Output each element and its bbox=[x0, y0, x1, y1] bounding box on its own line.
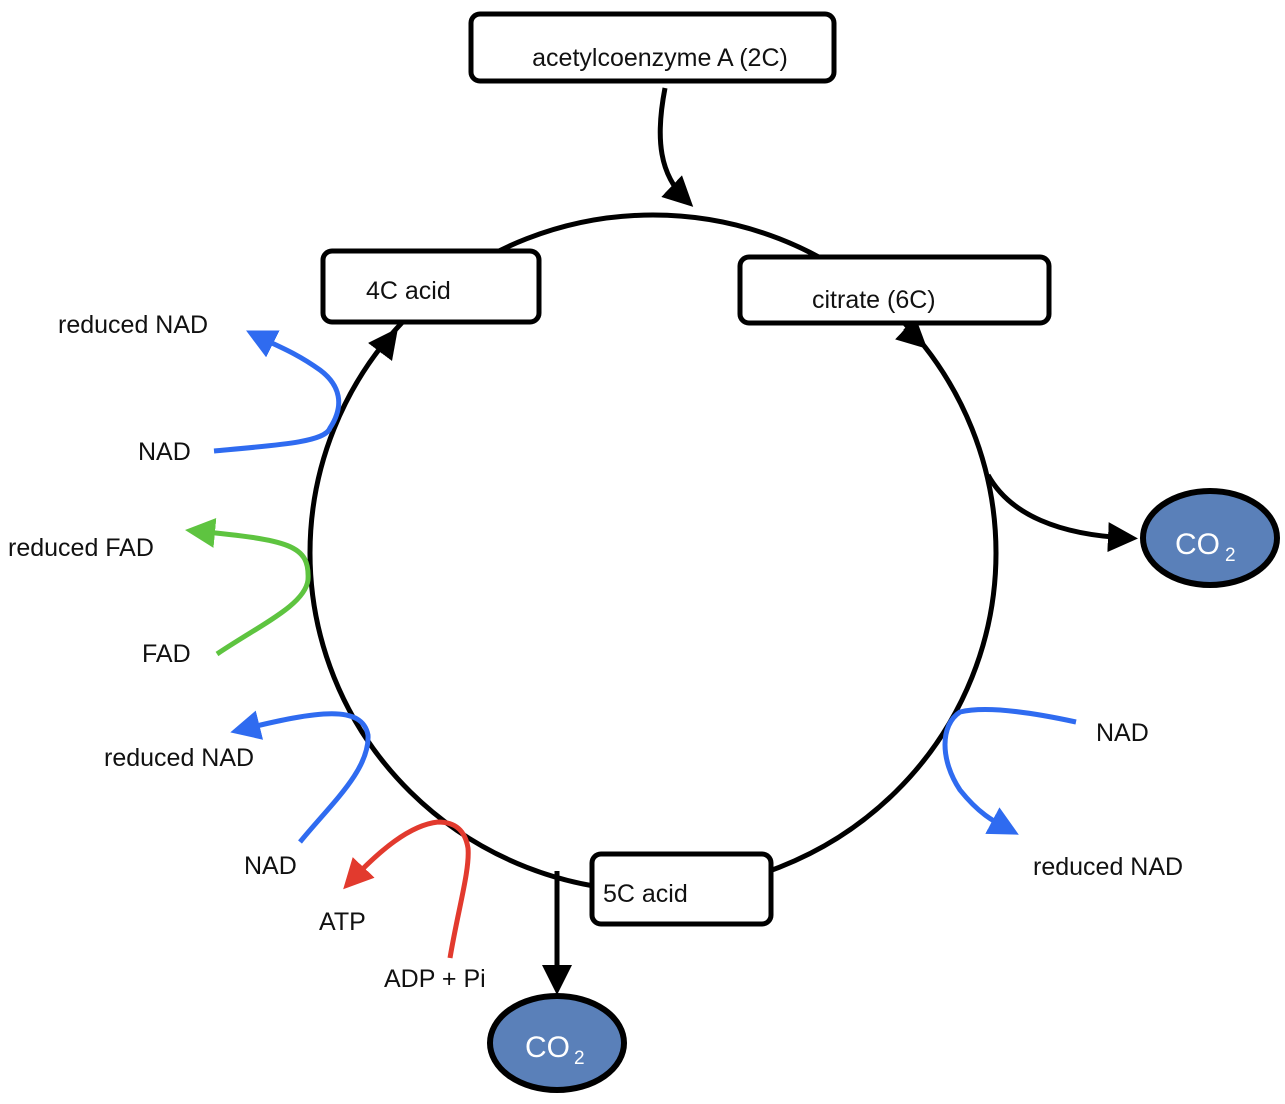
co2-subscript: 2 bbox=[574, 1048, 585, 1069]
atp-arrow bbox=[343, 819, 471, 959]
nad-right-arrow bbox=[942, 707, 1077, 835]
reduced-nad-lower-left-label: reduced NAD bbox=[104, 744, 254, 772]
four-c-label: 4C acid bbox=[366, 277, 451, 305]
nad-top-left-label: NAD bbox=[138, 438, 191, 466]
reduced-nad-right-label: reduced NAD bbox=[1033, 853, 1183, 881]
four-c-acid-box: 4C acid bbox=[320, 248, 542, 325]
five-c-acid-box: 5C acid bbox=[589, 851, 774, 927]
nad-right-label: NAD bbox=[1096, 719, 1149, 747]
citrate-label: citrate (6C) bbox=[812, 286, 936, 314]
nad-top-left-arrow bbox=[213, 330, 342, 454]
cycle-arrow-citrate bbox=[895, 317, 928, 349]
co2-right-arrow bbox=[985, 473, 1138, 553]
acetylcoenzyme-a-box: acetylcoenzyme A (2C) bbox=[468, 11, 837, 84]
co2-label: CO bbox=[525, 1031, 570, 1064]
adp-pi-label: ADP + Pi bbox=[384, 965, 486, 993]
co2-right-node: CO 2 bbox=[1140, 488, 1280, 588]
atp-label: ATP bbox=[319, 908, 366, 936]
acetyl-arrow bbox=[657, 87, 694, 207]
nad-lower-left-arrow bbox=[230, 710, 371, 844]
co2-label: CO bbox=[1175, 528, 1220, 561]
fad-label: FAD bbox=[142, 640, 191, 668]
five-c-label: 5C acid bbox=[603, 880, 688, 908]
cycle-arrow-4c bbox=[368, 328, 398, 361]
reduced-nad-top-left-label: reduced NAD bbox=[58, 311, 208, 339]
citrate-box: citrate (6C) bbox=[737, 254, 1052, 326]
co2-subscript: 2 bbox=[1225, 545, 1236, 566]
fad-arrow bbox=[185, 517, 311, 657]
nad-lower-left-label: NAD bbox=[244, 852, 297, 880]
reduced-fad-label: reduced FAD bbox=[8, 534, 154, 562]
acetyl-label: acetylcoenzyme A (2C) bbox=[532, 44, 788, 72]
co2-bottom-node: CO 2 bbox=[487, 993, 627, 1093]
